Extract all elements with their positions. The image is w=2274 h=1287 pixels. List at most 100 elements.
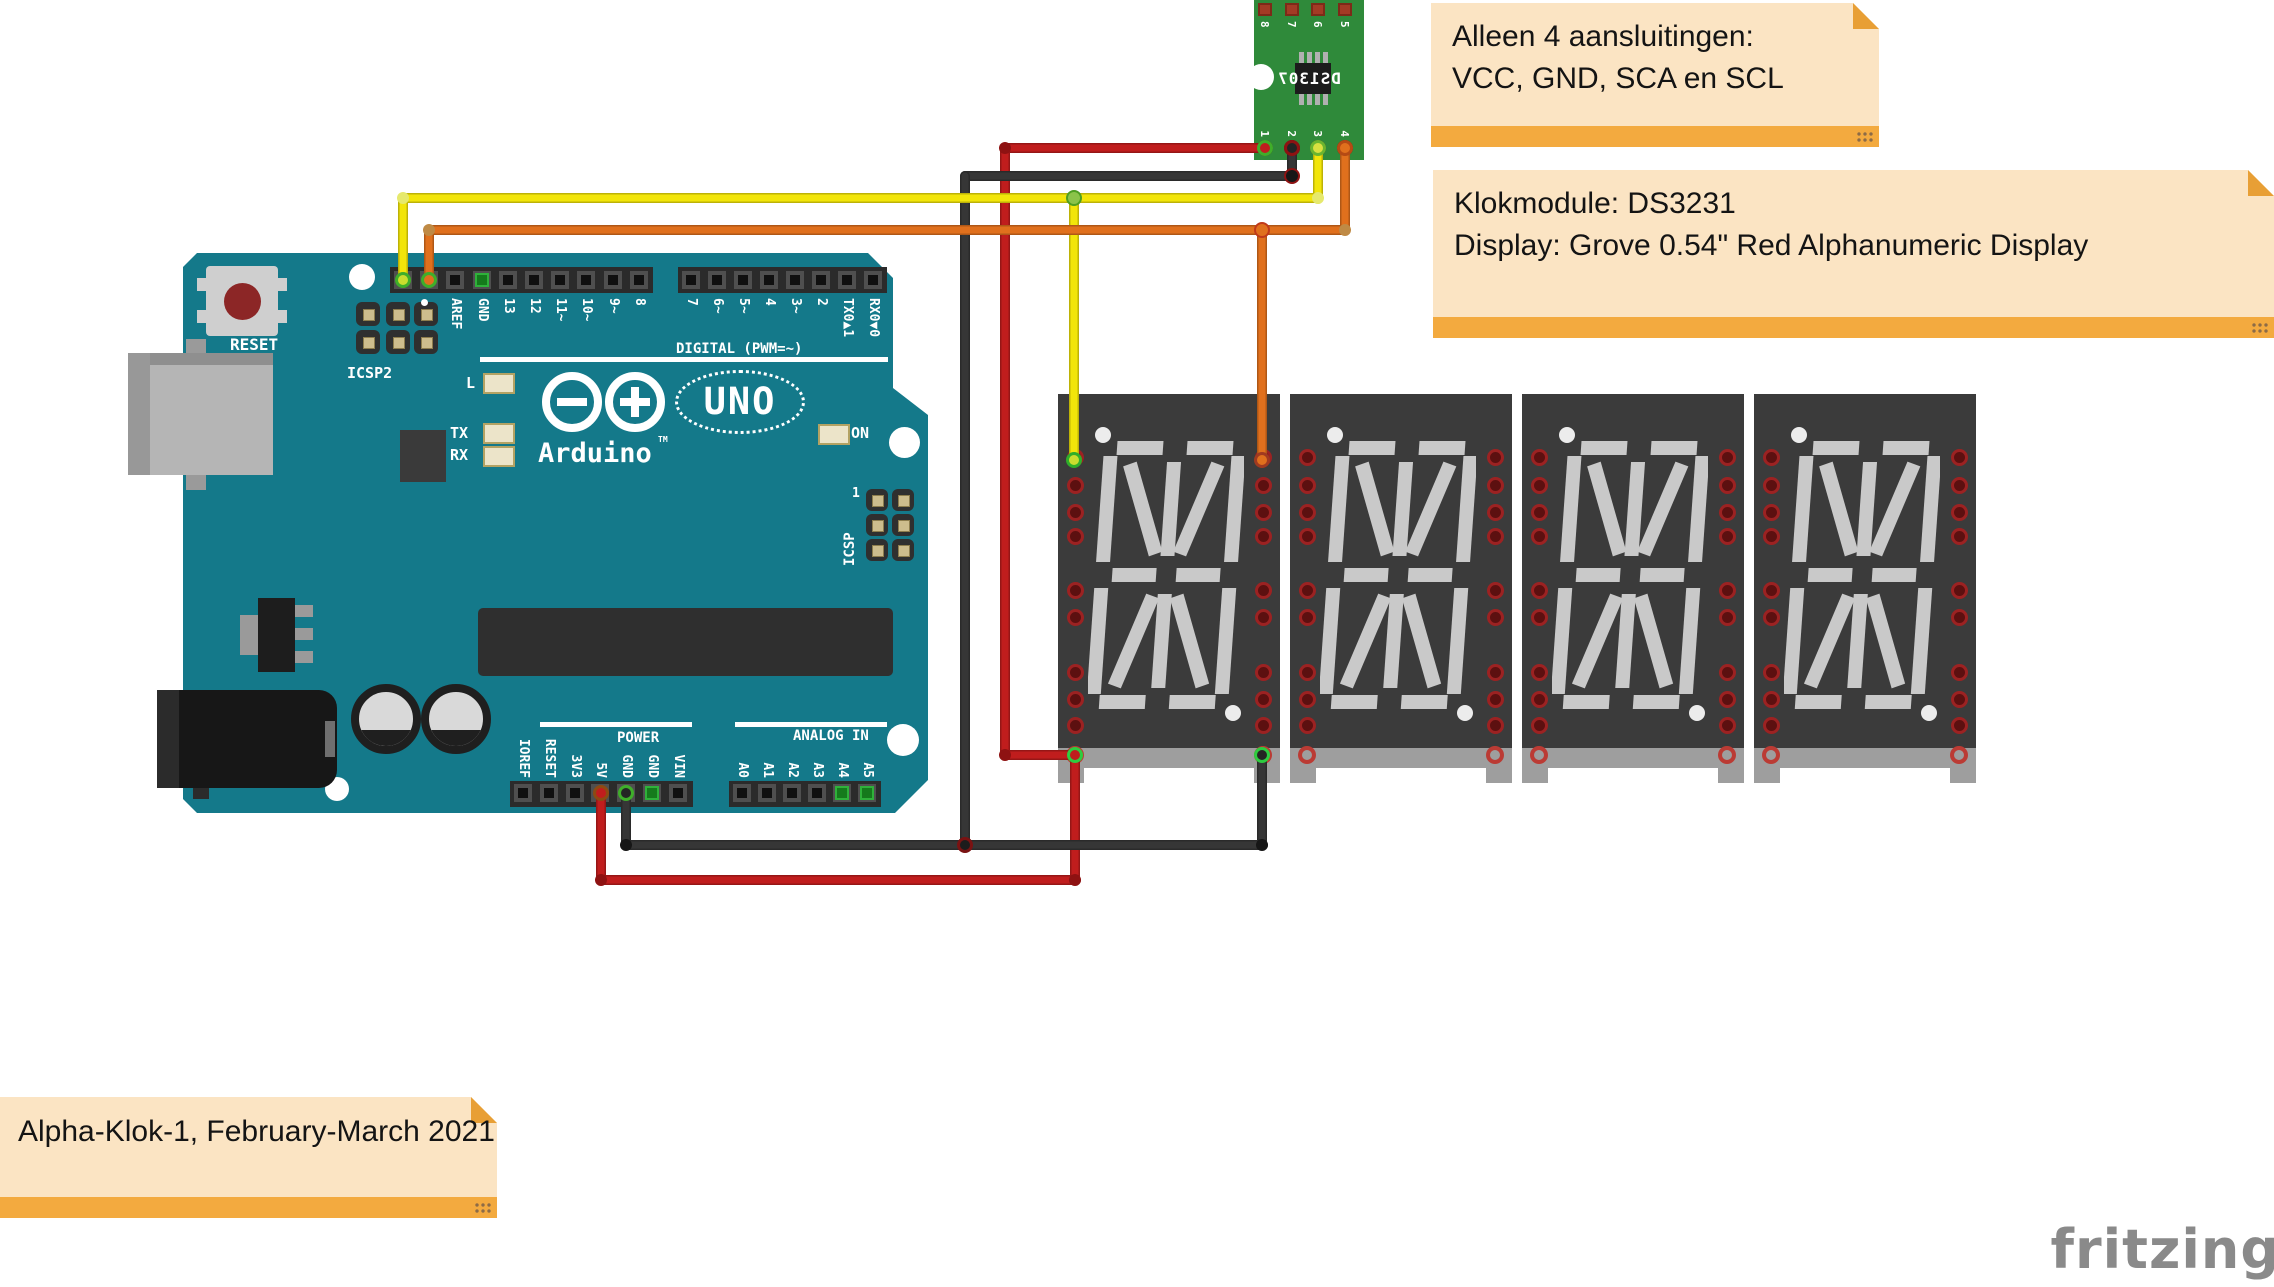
display-pin[interactable] <box>1763 477 1780 494</box>
display-pin[interactable] <box>1763 528 1780 545</box>
display-pin[interactable] <box>1951 717 1968 734</box>
icsp-pin[interactable] <box>892 539 914 561</box>
wire-connection[interactable] <box>1254 452 1270 468</box>
wire-yellow-scl[interactable] <box>398 193 1323 203</box>
wire-red-vcc[interactable] <box>1000 750 1080 760</box>
display-pin[interactable] <box>1763 717 1780 734</box>
display-pin[interactable] <box>1255 609 1272 626</box>
header-pin[interactable] <box>577 271 595 289</box>
display-base-pin[interactable] <box>1950 746 1968 764</box>
display-pin[interactable] <box>1719 717 1736 734</box>
wire-yellow-scl[interactable] <box>1313 143 1323 204</box>
ds1307-pad[interactable] <box>1338 3 1352 16</box>
display-pin[interactable] <box>1531 582 1548 599</box>
note-drag-dots[interactable] <box>2251 322 2269 335</box>
header-pin[interactable] <box>682 271 700 289</box>
wire-orange-sda[interactable] <box>424 225 434 285</box>
usb-connector[interactable] <box>128 353 273 475</box>
display-pin[interactable] <box>1951 582 1968 599</box>
display-pin[interactable] <box>1531 691 1548 708</box>
display-pin[interactable] <box>1719 477 1736 494</box>
wire-junction-orange[interactable] <box>1254 222 1270 238</box>
display-pin[interactable] <box>1255 528 1272 545</box>
display-pin[interactable] <box>1719 664 1736 681</box>
display-pin[interactable] <box>1299 504 1316 521</box>
icsp2-pin[interactable] <box>356 330 380 354</box>
display-pin[interactable] <box>1299 717 1316 734</box>
display-pin[interactable] <box>1531 664 1548 681</box>
note-drag-dots[interactable] <box>474 1202 492 1215</box>
header-pin[interactable] <box>551 271 569 289</box>
wire-orange-sda[interactable] <box>1340 143 1350 235</box>
alphanumeric-display-1[interactable] <box>1058 394 1280 783</box>
display-pin[interactable] <box>1255 477 1272 494</box>
display-pin[interactable] <box>1951 449 1968 466</box>
display-pin[interactable] <box>1763 691 1780 708</box>
wire-black-gnd[interactable] <box>621 788 631 850</box>
alphanumeric-display-3[interactable] <box>1522 394 1744 783</box>
header-pin[interactable] <box>525 271 543 289</box>
note-drag-dots[interactable] <box>1856 131 1874 144</box>
wire-connection[interactable] <box>1310 140 1326 156</box>
wire-connection[interactable] <box>395 272 411 288</box>
display-pin[interactable] <box>1299 582 1316 599</box>
wire-connection[interactable] <box>618 785 634 801</box>
icsp-pin[interactable] <box>866 489 888 511</box>
icsp2-pin[interactable] <box>386 302 410 326</box>
header-pin[interactable] <box>499 271 517 289</box>
display-pin[interactable] <box>1531 717 1548 734</box>
display-pin[interactable] <box>1067 664 1084 681</box>
wire-black-gnd[interactable] <box>1257 750 1267 846</box>
display-pin[interactable] <box>1487 691 1504 708</box>
display-pin[interactable] <box>1719 691 1736 708</box>
display-pin[interactable] <box>1487 582 1504 599</box>
display-pin[interactable] <box>1951 664 1968 681</box>
display-pin[interactable] <box>1487 664 1504 681</box>
display-base-pin[interactable] <box>1298 746 1316 764</box>
display-base-pin[interactable] <box>1718 746 1736 764</box>
icsp-pin[interactable] <box>866 514 888 536</box>
header-pin[interactable] <box>514 784 532 802</box>
display-pin[interactable] <box>1299 477 1316 494</box>
display-base-pin[interactable] <box>1762 746 1780 764</box>
note-connections[interactable]: Alleen 4 aansluitingen: VCC, GND, SCA en… <box>1431 3 1879 147</box>
icsp-pin[interactable] <box>892 514 914 536</box>
icsp-pin[interactable] <box>892 489 914 511</box>
header-pin[interactable] <box>760 271 778 289</box>
display-pin[interactable] <box>1299 449 1316 466</box>
reset-button-cap[interactable] <box>224 283 261 320</box>
alphanumeric-display-2[interactable] <box>1290 394 1512 783</box>
icsp2-pin[interactable] <box>386 330 410 354</box>
display-pin[interactable] <box>1487 717 1504 734</box>
header-pin[interactable] <box>864 271 882 289</box>
display-pin[interactable] <box>1951 691 1968 708</box>
display-pin[interactable] <box>1719 528 1736 545</box>
wire-red-vcc[interactable] <box>596 875 1081 885</box>
display-pin[interactable] <box>1255 664 1272 681</box>
display-pin[interactable] <box>1763 664 1780 681</box>
wire-junction-black[interactable] <box>957 837 973 853</box>
display-pin[interactable] <box>1719 504 1736 521</box>
wire-connection[interactable] <box>1067 747 1083 763</box>
icsp-pin[interactable] <box>866 539 888 561</box>
display-pin[interactable] <box>1763 609 1780 626</box>
display-pin[interactable] <box>1067 691 1084 708</box>
display-pin[interactable] <box>1487 449 1504 466</box>
display-pin[interactable] <box>1255 691 1272 708</box>
power-jack[interactable] <box>157 690 337 788</box>
alphanumeric-display-4[interactable] <box>1754 394 1976 783</box>
display-pin[interactable] <box>1255 582 1272 599</box>
ds1307-pad[interactable] <box>1258 3 1272 16</box>
wire-connection[interactable] <box>593 785 609 801</box>
header-pin[interactable] <box>734 271 752 289</box>
wire-red-vcc[interactable] <box>1070 750 1080 881</box>
display-pin[interactable] <box>1067 609 1084 626</box>
display-pin[interactable] <box>1763 504 1780 521</box>
display-pin[interactable] <box>1067 477 1084 494</box>
wire-yellow-scl[interactable] <box>1069 193 1079 465</box>
display-pin[interactable] <box>1067 528 1084 545</box>
header-pin[interactable] <box>858 784 876 802</box>
ds1307-pad[interactable] <box>1285 3 1299 16</box>
wire-yellow-scl[interactable] <box>398 193 408 285</box>
icsp2-pin[interactable] <box>356 302 380 326</box>
